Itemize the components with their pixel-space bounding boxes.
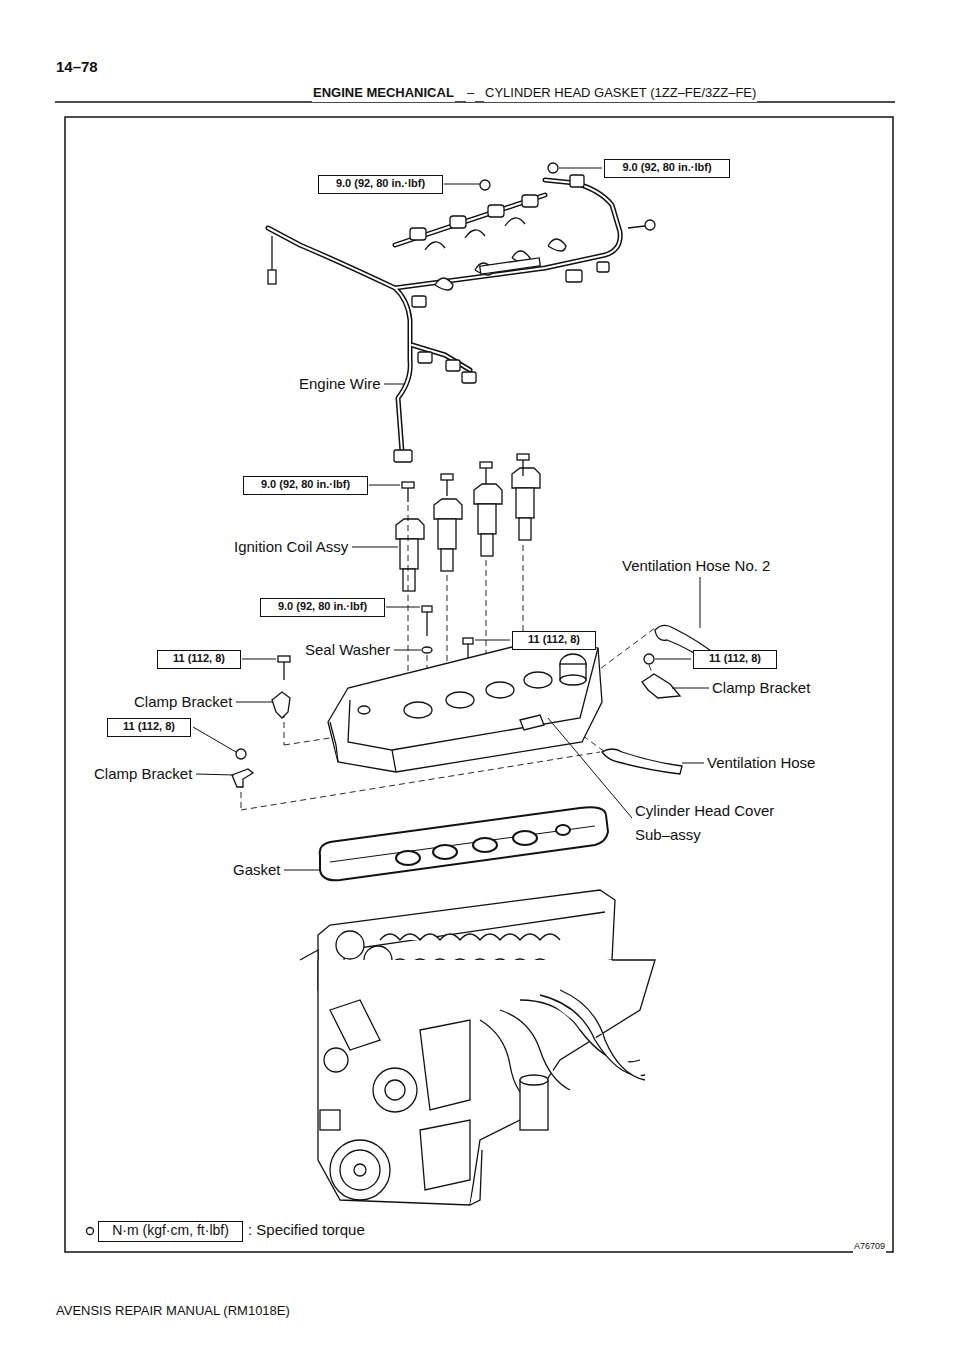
unit-legend-box: N·m (kgf·cm, ft·lbf) [98,1221,243,1242]
page-header: – [466,84,475,102]
part-name: Ignition Coil Assy [233,538,349,556]
torque-value: 11 (112, 8) [694,651,776,666]
part-name: Seal Washer [304,641,391,659]
torque-spec-box: 11 (112, 8) [693,650,777,669]
torque-value: 9.0 (92, 80 in.·lbf) [244,477,367,492]
torque-value: N·m (kgf·cm, ft·lbf) [99,1222,242,1239]
torque-value: 11 (112, 8) [513,632,595,647]
part-name: Engine Wire [298,375,382,393]
part-name: Clamp Bracket [711,679,811,697]
page-header: ENGINE MECHANICAL [312,84,455,102]
page-header: 14–78 [55,58,99,76]
torque-spec-box: 9.0 (92, 80 in.·lbf) [318,175,443,194]
torque-spec-box: 9.0 (92, 80 in.·lbf) [260,598,385,617]
torque-value: 11 (112, 8) [158,651,240,666]
torque-value: 11 (112, 8) [108,719,190,734]
part-name: : Specified torque [247,1221,366,1239]
torque-spec-box: 11 (112, 8) [107,718,191,737]
torque-value: 9.0 (92, 80 in.·lbf) [261,599,384,614]
page-header: CYLINDER HEAD GASKET (1ZZ–FE/3ZZ–FE) [484,84,757,102]
torque-spec-box: 9.0 (92, 80 in.·lbf) [243,476,368,495]
torque-spec-box: 9.0 (92, 80 in.·lbf) [604,159,730,178]
page-footer: A76709 [853,1237,886,1255]
page-footer: AVENSIS REPAIR MANUAL (RM1018E) [55,1302,291,1320]
part-name: Gasket [232,861,282,879]
torque-value: 9.0 (92, 80 in.·lbf) [605,160,729,175]
torque-spec-box: 11 (112, 8) [512,631,596,650]
part-name: Ventilation Hose [706,754,816,772]
torque-spec-box: 11 (112, 8) [157,650,241,669]
part-name: Ventilation Hose No. 2 [621,557,771,575]
part-name: Cylinder Head Cover Sub–assy [634,799,806,847]
part-name: Clamp Bracket [133,693,233,711]
torque-value: 9.0 (92, 80 in.·lbf) [319,176,442,191]
part-name: Clamp Bracket [93,765,193,783]
